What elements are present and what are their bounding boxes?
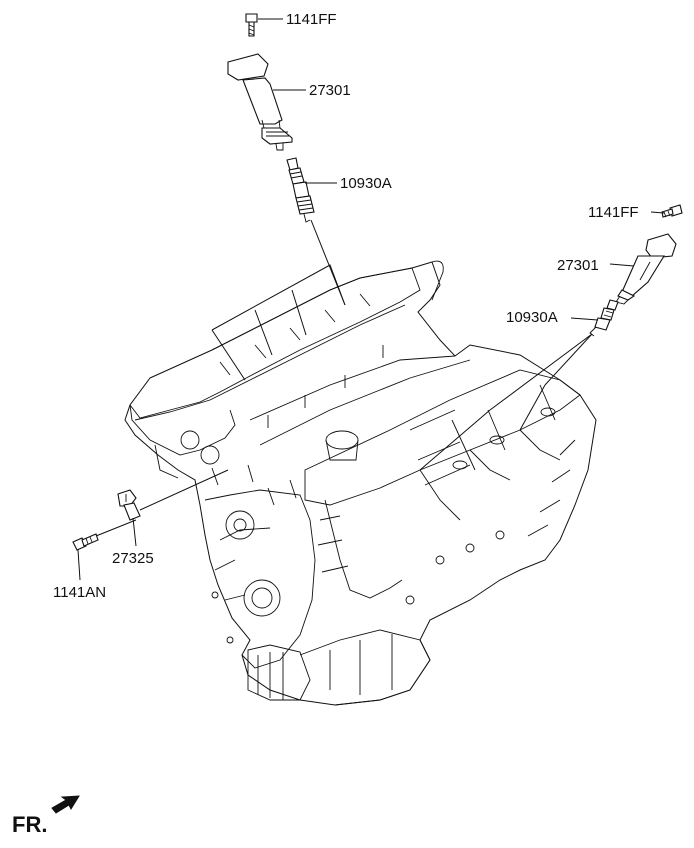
bolt-top-icon [245,13,258,37]
knock-sensor-icon [117,489,141,521]
ignition-coil-right-icon [615,233,677,305]
bolt-right-icon [661,204,683,218]
label-1141an: 1141AN [53,584,106,601]
label-1141ff-right: 1141FF [588,204,639,221]
engine-block [124,260,597,706]
front-marker-label: FR. [12,812,47,837]
label-27301-right: 27301 [557,257,599,274]
label-27301-top: 27301 [309,82,351,99]
spark-plug-top-icon [286,157,315,223]
label-1141ff-top: 1141FF [286,11,337,28]
bolt-sensor-icon [72,533,99,551]
spark-plug-right-icon [589,299,619,337]
arrow-icon [51,795,80,814]
label-27325: 27325 [112,550,154,567]
label-10930a-top: 10930A [340,175,392,192]
ignition-coil-top-icon [227,53,293,151]
label-10930a-right: 10930A [506,309,558,326]
